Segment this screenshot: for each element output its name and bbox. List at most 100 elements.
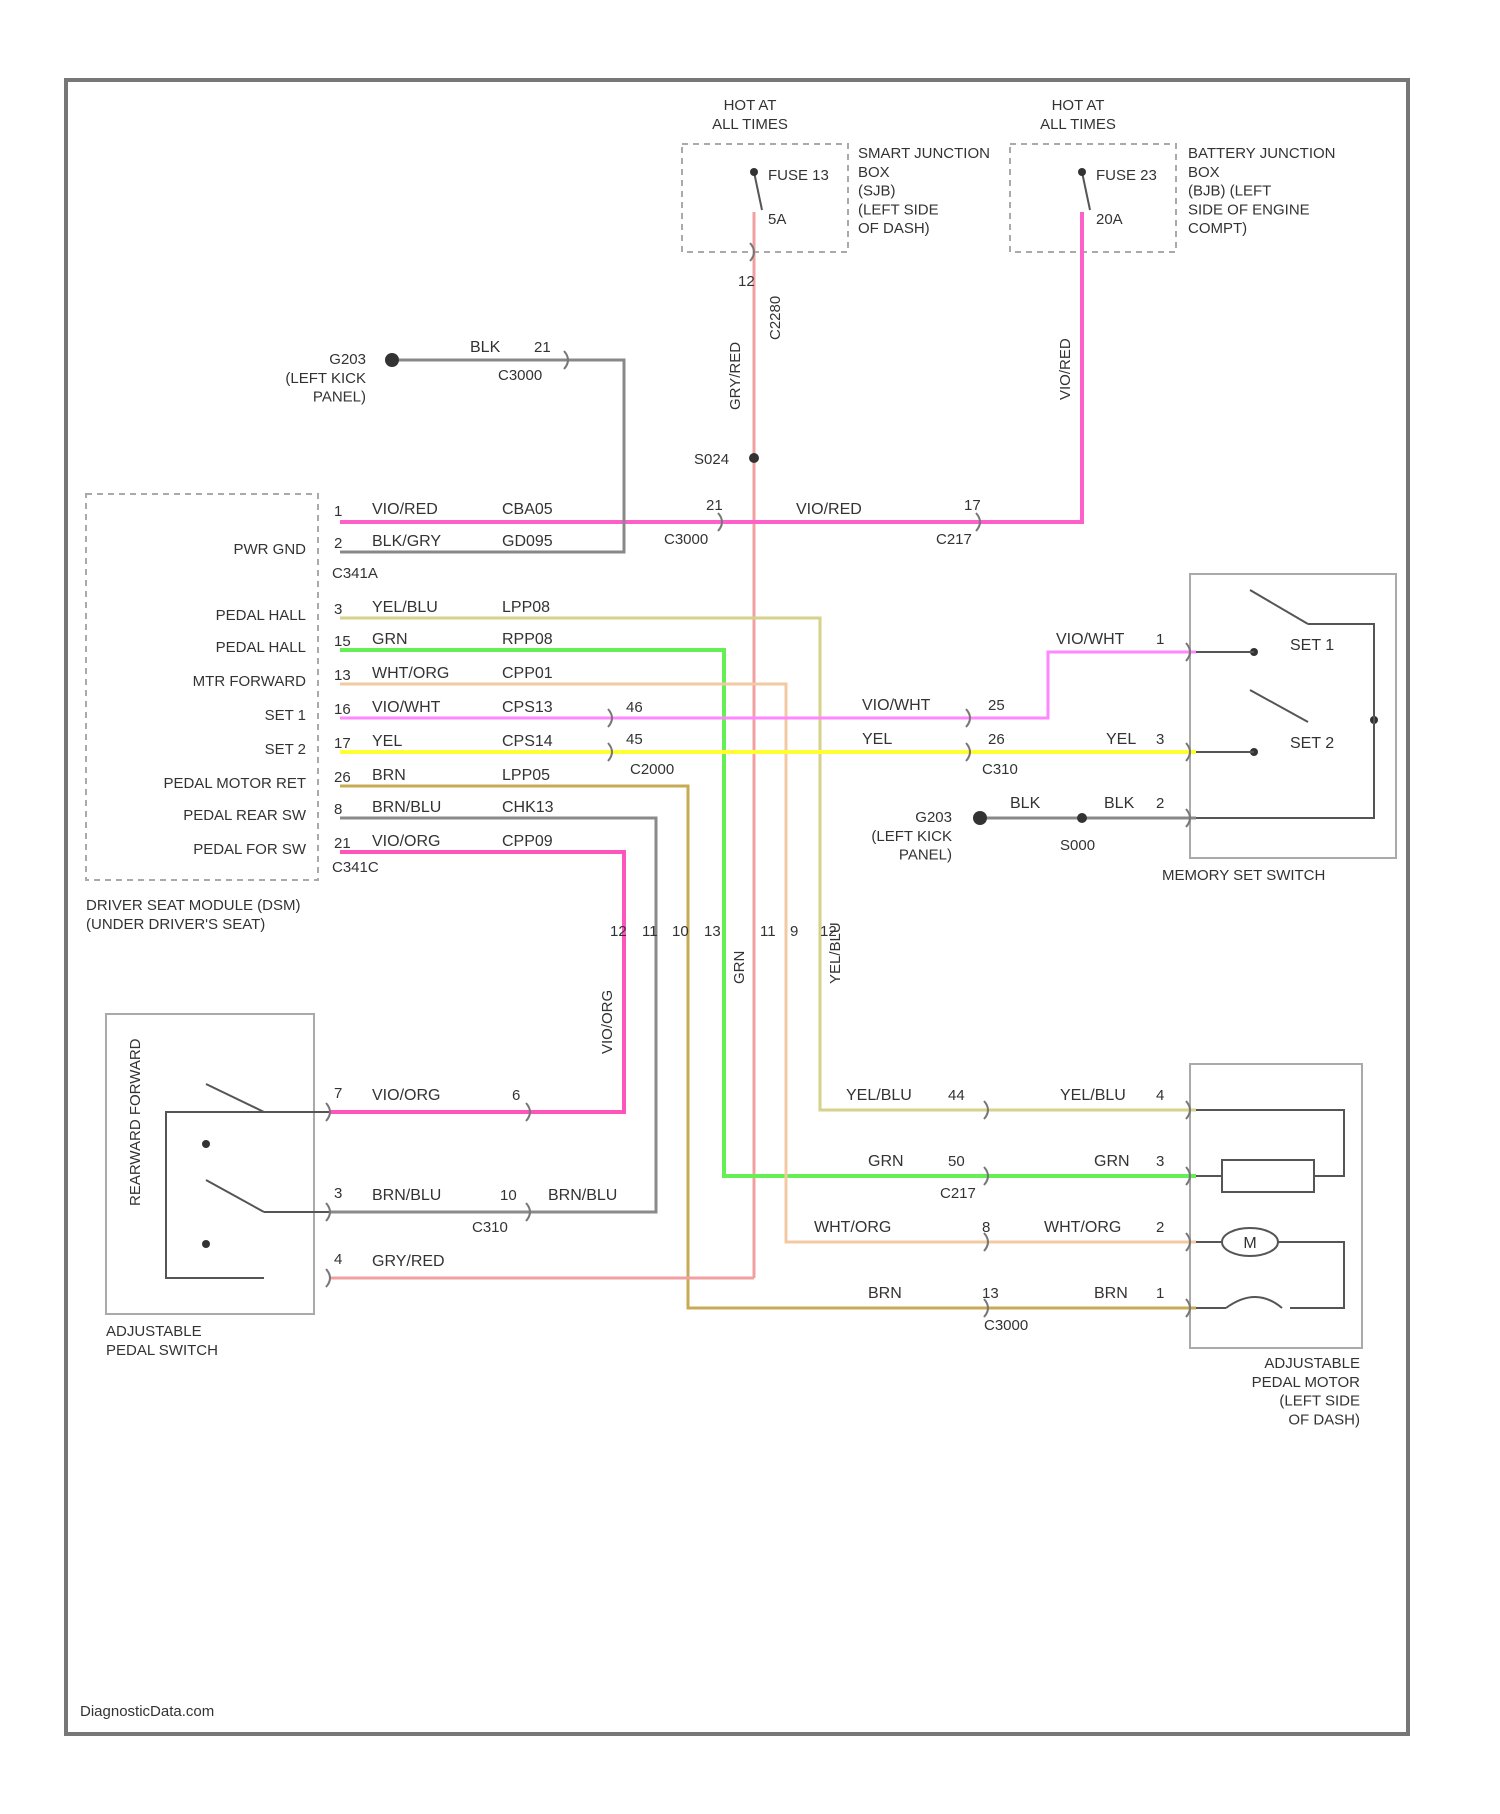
vo-ckt: CPP09 bbox=[502, 833, 553, 850]
c3000-top: C3000 bbox=[498, 367, 542, 384]
vo-label: VIO/ORG bbox=[372, 833, 440, 850]
harness-pin: 10 bbox=[672, 923, 689, 940]
dsm-pin-list: 12PWR GND3PEDAL HALL15PEDAL HALL13MTR FO… bbox=[163, 503, 350, 858]
set-common-line bbox=[1196, 624, 1374, 818]
memory-set1: SET 1 bbox=[1290, 637, 1334, 654]
c310b-10: 10 bbox=[500, 1187, 517, 1204]
m-44: 44 bbox=[948, 1087, 965, 1104]
bjb-box bbox=[1010, 144, 1176, 252]
dsm-pin-number: 3 bbox=[334, 601, 342, 618]
pin1-ckt: CBA05 bbox=[502, 501, 553, 518]
dsm-pin-number: 16 bbox=[334, 701, 351, 718]
brn-ckt: LPP05 bbox=[502, 767, 550, 784]
sjb-amps: 5A bbox=[768, 211, 786, 228]
brn-label: BRN bbox=[372, 767, 406, 784]
splice-s024-label: S024 bbox=[694, 451, 729, 468]
ground-g203-mid bbox=[973, 811, 987, 825]
bb-ckt: CHK13 bbox=[502, 799, 554, 816]
c310b-label: C310 bbox=[472, 1219, 508, 1236]
c2000-46: 46 bbox=[626, 699, 643, 716]
dsm-pin-label: MTR FORWARD bbox=[193, 673, 306, 690]
c3000b: C3000 bbox=[984, 1317, 1028, 1334]
memory-switch-label: MEMORY SET SWITCH bbox=[1162, 867, 1325, 884]
c2000-45: 45 bbox=[626, 731, 643, 748]
wire-yel-blu bbox=[340, 618, 1196, 1110]
pin1-wire: VIO/RED bbox=[372, 501, 438, 518]
wire-vio-org bbox=[330, 852, 624, 1112]
dsm-conn-bot: C341C bbox=[332, 859, 379, 876]
m-pin2: 2 bbox=[1156, 1219, 1164, 1236]
motor-wiring bbox=[1196, 1110, 1344, 1176]
m-50: 50 bbox=[948, 1153, 965, 1170]
m-yb2: YEL/BLU bbox=[1060, 1087, 1126, 1104]
dsm-pin-label: SET 1 bbox=[265, 707, 306, 724]
vert-yb-label: YEL/BLU bbox=[827, 922, 844, 984]
harness-pin: 11 bbox=[760, 923, 776, 940]
blk-top-label: BLK bbox=[470, 339, 501, 356]
c310b-6: 6 bbox=[512, 1087, 520, 1104]
sw-vo: VIO/ORG bbox=[372, 1087, 440, 1104]
wire-wht-org bbox=[340, 684, 1196, 1242]
pedal-sensor-resistor bbox=[1222, 1160, 1314, 1192]
pedal-switch-frame bbox=[166, 1112, 264, 1278]
bjb-fuse: FUSE 23 bbox=[1096, 167, 1157, 184]
connector-mark bbox=[326, 1269, 330, 1287]
m-grn2: GRN bbox=[1094, 1153, 1130, 1170]
memory-set2: SET 2 bbox=[1290, 735, 1334, 752]
vw-right: VIO/WHT bbox=[862, 697, 931, 714]
dsm-pin-number: 15 bbox=[334, 633, 351, 650]
c217-17: 17 bbox=[964, 497, 981, 514]
ms-pin3: 3 bbox=[1156, 731, 1164, 748]
harness-pin: 12 bbox=[610, 923, 627, 940]
dsm-pin-number: 1 bbox=[334, 503, 342, 520]
splice-s024 bbox=[749, 453, 759, 463]
blk-top-pin: 21 bbox=[534, 339, 551, 356]
c2000-label: C2000 bbox=[630, 761, 674, 778]
dsm-pin-label: PEDAL REAR SW bbox=[183, 807, 307, 824]
ms-pin1: 1 bbox=[1156, 631, 1164, 648]
m-wo: WHT/ORG bbox=[814, 1219, 891, 1236]
c3000-mid: C3000 bbox=[664, 531, 708, 548]
bjb-fuse-dot bbox=[1078, 168, 1086, 176]
m-pin4: 4 bbox=[1156, 1087, 1164, 1104]
harness-pin: 11 bbox=[642, 923, 658, 940]
vio-mid: VIO/RED bbox=[796, 501, 862, 518]
dsm-pin-number: 21 bbox=[334, 835, 351, 852]
sw-gr: GRY/RED bbox=[372, 1253, 445, 1270]
ms-vw: VIO/WHT bbox=[1056, 631, 1125, 648]
sjb-fuse-symbol bbox=[754, 172, 762, 210]
sw-bb: BRN/BLU bbox=[372, 1187, 441, 1204]
wire-bjb-vio-red bbox=[340, 212, 1082, 522]
bb-right: BRN/BLU bbox=[548, 1187, 617, 1204]
bjb-fuse-symbol bbox=[1082, 172, 1090, 210]
c310-25: 25 bbox=[988, 697, 1005, 714]
bb-label: BRN/BLU bbox=[372, 799, 441, 816]
pedal-switch-side: REARWARD FORWARD bbox=[127, 1038, 144, 1206]
m-pin3: 3 bbox=[1156, 1153, 1164, 1170]
dsm-pin-label: SET 2 bbox=[265, 741, 306, 758]
g203-top-label: G203(LEFT KICKPANEL) bbox=[285, 351, 366, 406]
c310-26: 26 bbox=[988, 731, 1005, 748]
vw-label: VIO/WHT bbox=[372, 699, 441, 716]
sjb-conn: C2280 bbox=[767, 296, 784, 340]
wo-label: WHT/ORG bbox=[372, 665, 449, 682]
s000-label: S000 bbox=[1060, 837, 1095, 854]
dsm-pin-number: 2 bbox=[334, 535, 342, 552]
yel-ckt: CPS14 bbox=[502, 733, 553, 750]
sw-pin4: 4 bbox=[334, 1251, 342, 1268]
sw-dot-2 bbox=[202, 1240, 210, 1248]
watermark: DiagnosticData.com bbox=[80, 1703, 214, 1720]
sjb-wire-label: GRY/RED bbox=[727, 342, 744, 410]
dsm-pin-label: PEDAL HALL bbox=[216, 607, 306, 624]
pin2-wire: BLK/GRY bbox=[372, 533, 441, 550]
sw-pin7: 7 bbox=[334, 1085, 342, 1102]
m-8: 8 bbox=[982, 1219, 990, 1236]
m-wo2: WHT/ORG bbox=[1044, 1219, 1121, 1236]
rwd-contact bbox=[206, 1180, 264, 1212]
bjb-hot-label: HOT ATALL TIMES bbox=[1040, 97, 1116, 133]
